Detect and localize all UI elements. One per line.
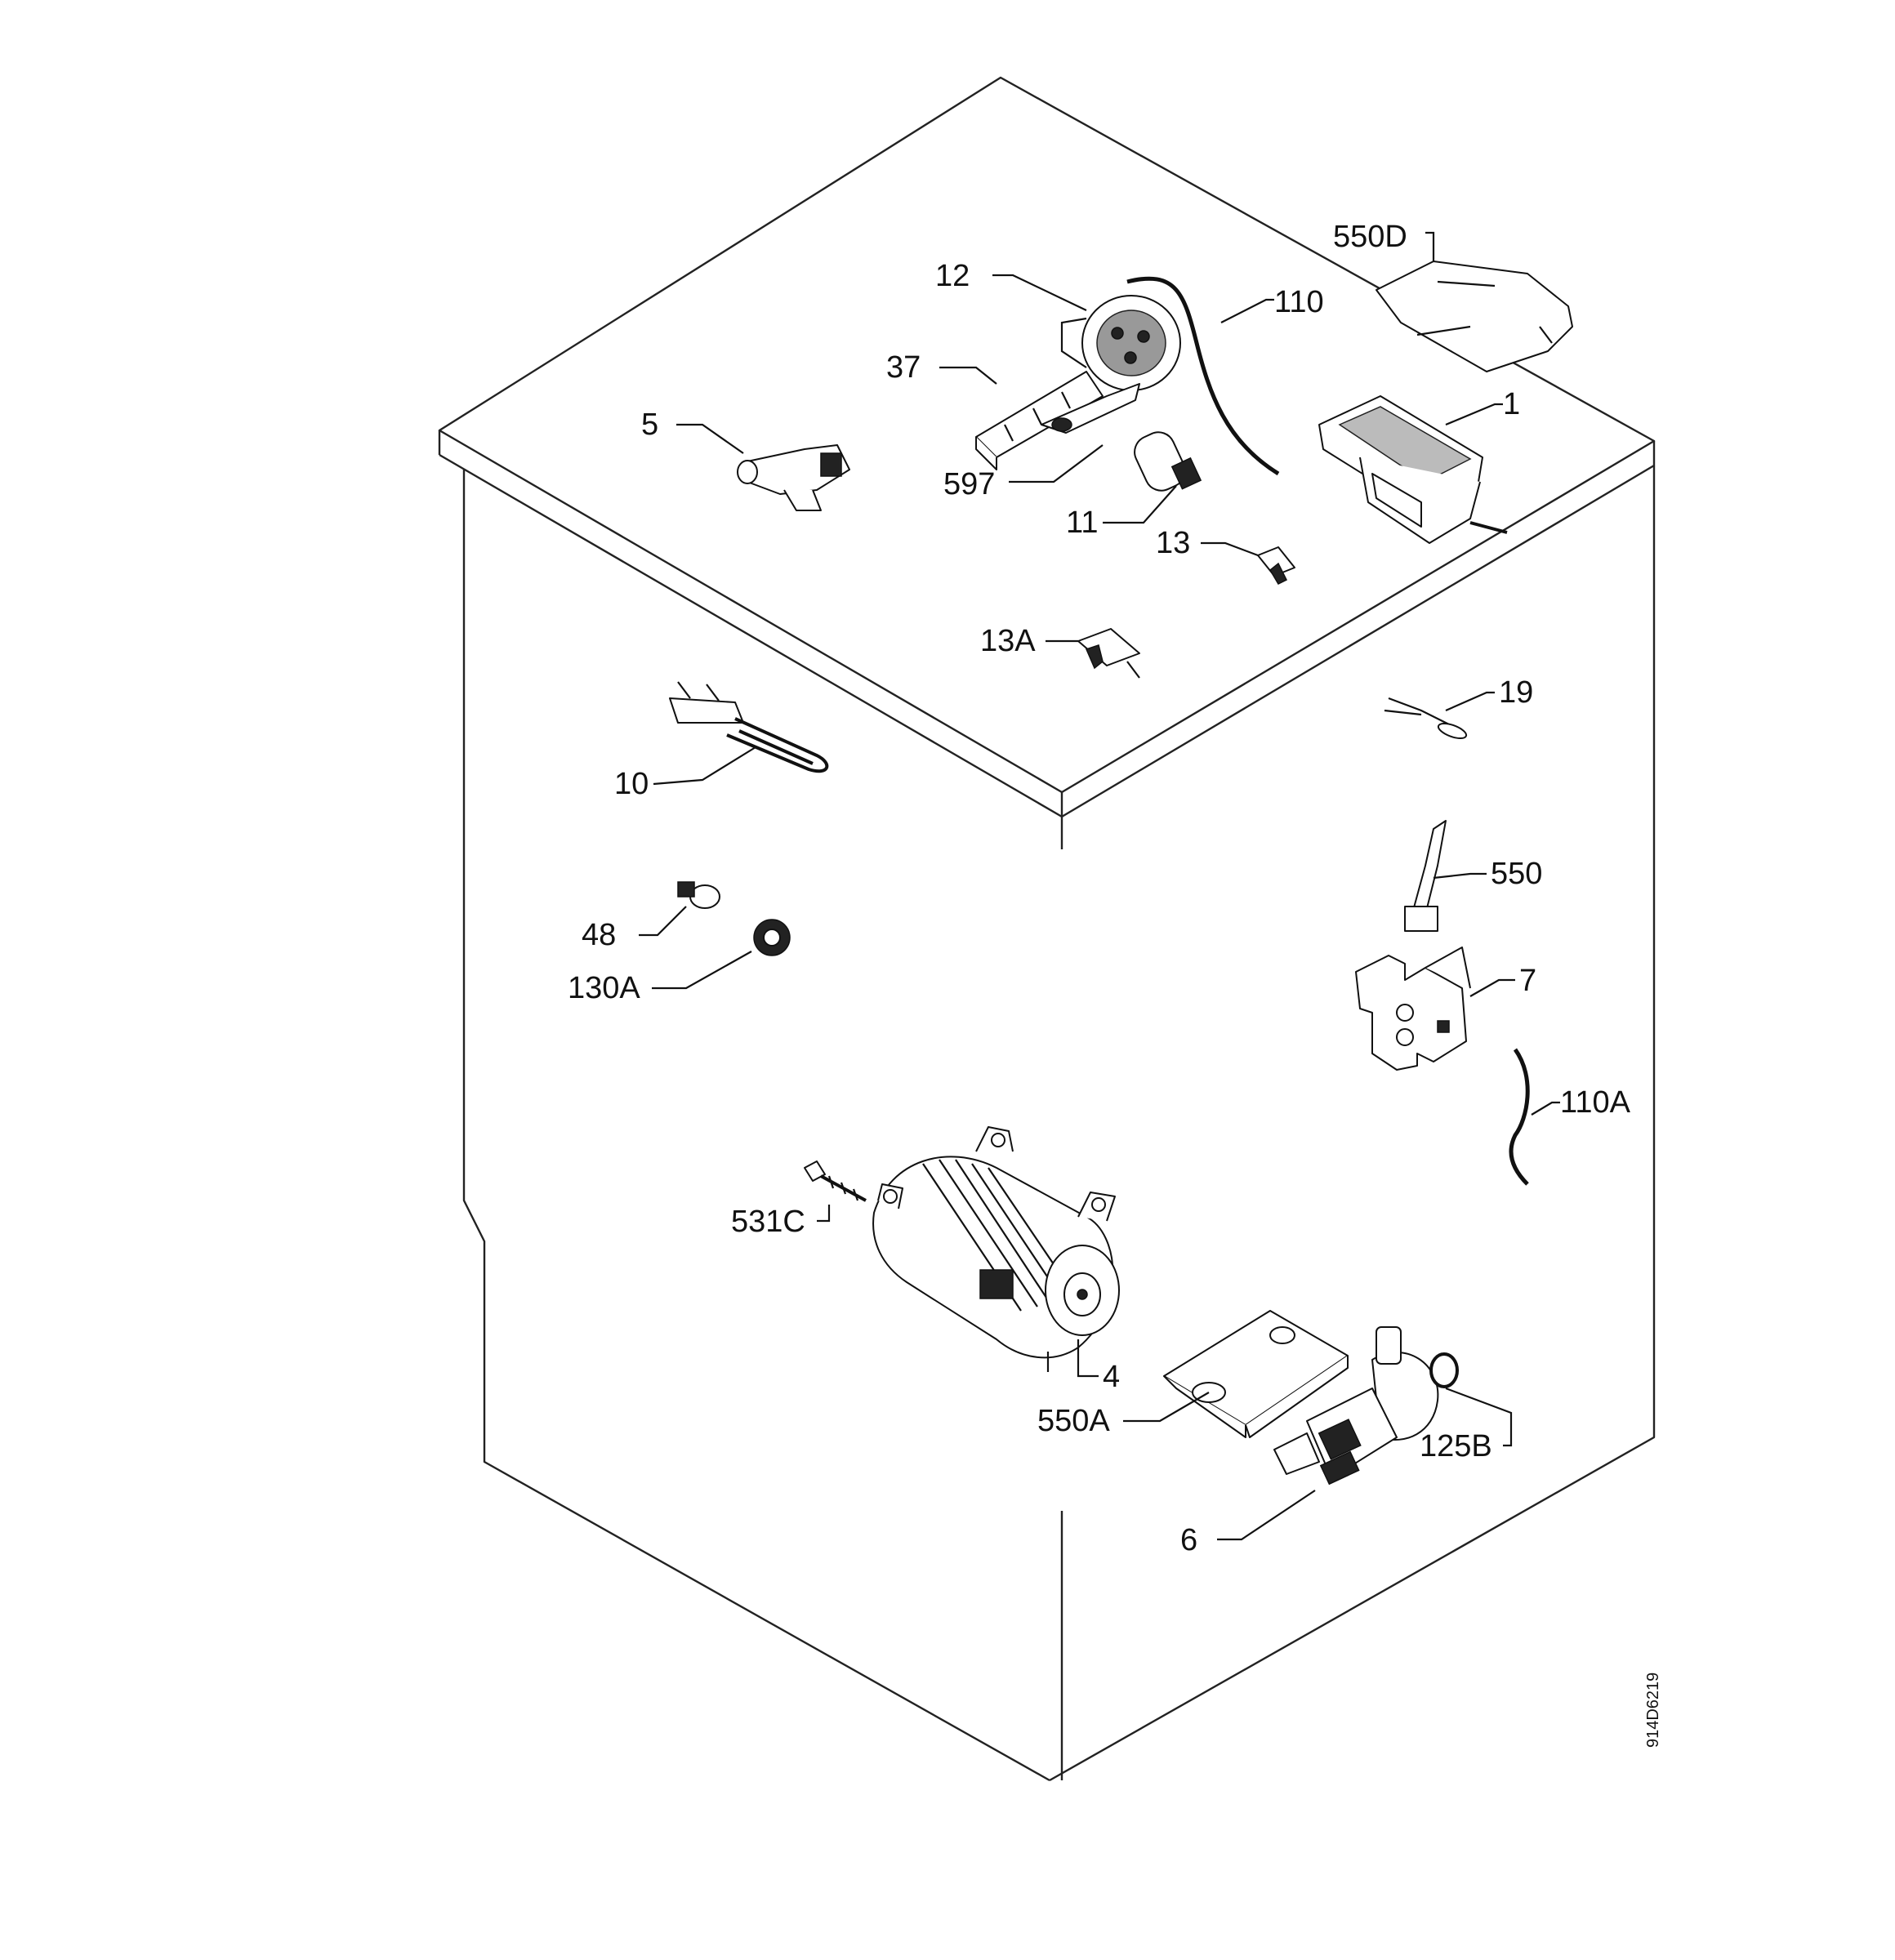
label-5: 5 [641,408,658,442]
part-19-sensor [1384,697,1468,740]
leader-110 [1220,298,1274,323]
leader-10 [653,746,756,786]
leader-13 [1201,541,1259,557]
label-550: 550 [1491,857,1542,891]
label-531c: 531C [731,1205,805,1239]
part-7-door-lock [1355,947,1471,1071]
part-1-timer [1318,395,1508,544]
label-13a: 13A [980,624,1036,658]
leader-48 [639,906,687,937]
label-48: 48 [582,918,616,952]
part-550a-pump-cover [1163,1310,1349,1438]
part-597-clip [1041,383,1140,434]
leader-4 [1077,1339,1099,1378]
label-19: 19 [1499,675,1533,710]
leader-125b [1445,1387,1513,1447]
cabinet-top-panel [438,76,1656,794]
part-6-drain-pump [1273,1326,1439,1486]
label-125b: 125B [1420,1429,1492,1463]
label-11: 11 [1066,506,1098,540]
leader-5 [676,423,744,454]
leader-130a [652,951,752,990]
label-550d: 550D [1333,220,1407,254]
leader-12 [992,274,1087,311]
leader-550d [1425,231,1435,261]
label-110: 110 [1274,285,1324,319]
leader-6 [1217,1490,1316,1541]
leader-7 [1469,978,1515,997]
part-130a-knob [753,919,791,956]
leader-37 [939,366,997,385]
leader-531c [817,1205,831,1223]
part-550d-cover-plate [1376,261,1573,372]
part-550-bracket [1404,820,1447,932]
part-13a-switch [1077,628,1140,679]
drawing-code: 914D6219 [1644,1673,1662,1748]
part-10-heating-element [669,681,829,773]
part-12-pressure-switch [1060,295,1181,391]
label-4: 4 [1103,1360,1120,1394]
label-37: 37 [886,350,921,385]
part-110a-hose [1509,1048,1530,1186]
label-130a: 130A [568,971,640,1005]
part-125b-seal-ring [1429,1352,1459,1388]
part-37-terminal-strip [975,371,1104,470]
cabinet-right-side [1049,466,1656,1782]
part-531c-screw [804,1160,867,1202]
label-12: 12 [935,259,970,293]
part-13-switch [1257,546,1295,585]
part-110-hose [1126,276,1280,476]
label-13: 13 [1156,526,1190,560]
leader-11 [1103,485,1177,524]
leader-110a [1531,1101,1560,1116]
leader-550a [1123,1392,1210,1423]
leader-19 [1445,691,1495,712]
label-110a: 110A [1560,1085,1631,1120]
label-1: 1 [1503,387,1520,421]
leader-597 [1009,444,1104,483]
label-550a: 550A [1037,1404,1110,1438]
label-597: 597 [943,467,995,501]
part-5-inlet-valve [737,444,850,511]
label-7: 7 [1519,964,1536,998]
leader-1 [1445,403,1503,426]
cabinet-left-side [462,470,1050,1782]
label-10: 10 [614,767,649,801]
part-4-motor [872,1126,1120,1359]
part-11-capacitor [1134,431,1202,492]
label-6: 6 [1180,1523,1197,1557]
part-48-lamp [677,881,720,909]
leader-550 [1433,872,1487,880]
